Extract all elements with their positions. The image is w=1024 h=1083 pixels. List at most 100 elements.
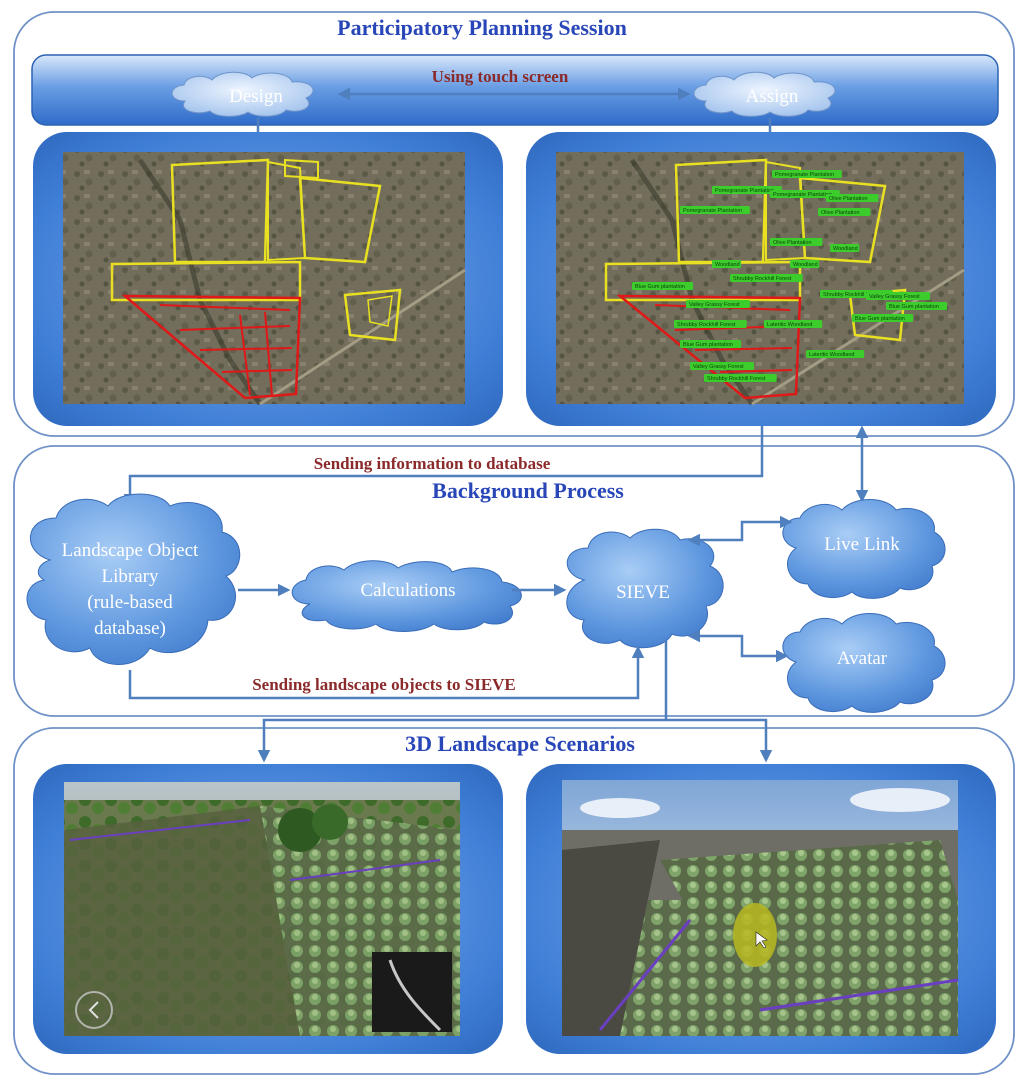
assign-cloud: Assign <box>693 71 836 117</box>
map-tag-label: Pomegranate Plantation <box>775 172 834 178</box>
map-tag: Blue Gum plantation <box>852 314 914 322</box>
map-tag-label: Blue Gum plantation <box>683 342 733 348</box>
map-tag-box <box>632 282 694 290</box>
map-tag-label: Woodland <box>833 246 858 252</box>
map-tag-label: Olive Plantation <box>829 196 868 202</box>
sieve-cloud: SIEVE <box>566 528 724 649</box>
map-tag: Shrubby Rockhill Forest <box>730 274 803 282</box>
sieve-avatar-arrow <box>687 629 789 663</box>
highlighted-tree <box>733 903 777 967</box>
map-tag: Pomegranate Plantation <box>770 190 840 198</box>
design-map <box>63 152 466 406</box>
map-tag-box <box>690 362 754 370</box>
map-tag-box <box>704 374 777 382</box>
map-tag-box <box>852 314 914 322</box>
map-tag-label: Valley Grassy Forest <box>869 294 920 300</box>
map-tag-box <box>866 292 930 300</box>
assign-label: Assign <box>746 86 799 107</box>
map-tag: Olive Plantation <box>818 208 871 216</box>
map-tag: Pomegranate Plantation <box>680 206 750 214</box>
map-tag: Blue Gum plantation <box>680 340 742 348</box>
map-tag-box <box>680 206 750 214</box>
library-line-3: (rule-based <box>87 592 173 613</box>
map-tag-box <box>830 244 860 252</box>
map-tag-label: Lateritic Woodland <box>767 322 812 328</box>
map-tag: Woodland <box>830 244 860 252</box>
map-tag-box <box>770 190 840 198</box>
map-tag-label: Shrubby Rockhill Forest <box>823 292 882 298</box>
to-sieve-label: Sending landscape objects to SIEVE <box>252 675 516 694</box>
map-tag-box <box>826 194 879 202</box>
map-tag-label: Shrubby Rockhill Forest <box>707 376 766 382</box>
map-tag: Woodland <box>712 260 742 268</box>
live-link-label: Live Link <box>824 534 900 555</box>
map-tag-box <box>770 238 823 246</box>
map-tag: Lateritic Woodland <box>764 320 823 328</box>
map-tag-box <box>712 186 782 194</box>
map-tag: Valley Grassy Forest <box>690 362 754 370</box>
map-tag-box <box>674 320 747 328</box>
map-tag: Shrubby Rockhill Forest <box>704 374 777 382</box>
sieve-label: SIEVE <box>616 582 670 603</box>
map-tag: Blue Gum plantation <box>632 282 694 290</box>
map-tag-label: Shrubby Rockhill Forest <box>677 322 736 328</box>
map-tag-box <box>686 300 750 308</box>
map-tag: Valley Grassy Forest <box>866 292 930 300</box>
touch-screen-label: Using touch screen <box>432 67 569 86</box>
design-parcel-red <box>121 294 302 400</box>
map-tag-label: Woodland <box>793 262 818 268</box>
map-tag: Olive Plantation <box>770 238 823 246</box>
map-tag-box <box>818 208 871 216</box>
map-tag-label: Valley Grassy Forest <box>689 302 740 308</box>
section-title-background: Background Process <box>432 478 624 503</box>
library-line-2: Library <box>102 566 159 587</box>
to-database-arrow <box>123 426 764 507</box>
map-tag-label: Woodland <box>715 262 740 268</box>
map-tag-box <box>712 260 742 268</box>
map-tag-label: Blue Gum plantation <box>635 284 685 290</box>
map-tag: Blue Gum plantation <box>886 302 948 310</box>
map-tag: Pomegranate Plantation <box>712 186 782 194</box>
map-tag: Pomegranate Plantation <box>772 170 842 178</box>
map-tag: Shrubby Rockhill Forest <box>674 320 747 328</box>
map-tag-label: Shrubby Rockhill Forest <box>733 276 792 282</box>
map-tag-label: Blue Gum plantation <box>889 304 939 310</box>
map-tag-label: Olive Plantation <box>773 240 812 246</box>
library-line-1: Landscape Object <box>62 540 199 561</box>
avatar-cloud: Avatar <box>782 613 946 713</box>
to-database-label: Sending information to database <box>314 454 551 473</box>
map-tag-box <box>764 320 823 328</box>
design-cloud: Design <box>171 71 314 117</box>
calculations-cloud: Calculations <box>291 560 522 632</box>
map-tag-box <box>886 302 948 310</box>
scenario-scene-right <box>562 780 959 1036</box>
scenario-split-arrow-right <box>666 718 773 763</box>
map-tag: Olive Plantation <box>826 194 879 202</box>
map-tag-label: Lateritic Woodland <box>809 352 854 358</box>
map-tag-label: Pomegranate Plantation <box>715 188 774 194</box>
map-tag-box <box>790 260 820 268</box>
map-tag: Woodland <box>790 260 820 268</box>
map-tag: Valley Grassy Forest <box>686 300 750 308</box>
library-cloud: Landscape Object Library (rule-based dat… <box>26 493 241 665</box>
map-tag-label: Valley Grassy Forest <box>693 364 744 370</box>
map-tag-label: Pomegranate Plantation <box>683 208 742 214</box>
scenario-split-arrow-left <box>257 718 666 763</box>
map-tag-box <box>730 274 803 282</box>
calculations-label: Calculations <box>361 580 456 601</box>
map-tag-box <box>806 350 865 358</box>
sieve-livelink-arrow <box>687 515 793 547</box>
compass-icon <box>75 991 113 1029</box>
map-tag-box <box>680 340 742 348</box>
map-tag-label: Blue Gum plantation <box>855 316 905 322</box>
section-title-planning: Participatory Planning Session <box>337 15 627 40</box>
section-title-scenarios: 3D Landscape Scenarios <box>405 731 635 756</box>
map-tag-label: Pomegranate Plantation <box>773 192 832 198</box>
library-sieve-arrow <box>128 645 645 700</box>
map-tag-box <box>772 170 842 178</box>
map-tag: Lateritic Woodland <box>806 350 865 358</box>
avatar-label: Avatar <box>837 648 888 669</box>
